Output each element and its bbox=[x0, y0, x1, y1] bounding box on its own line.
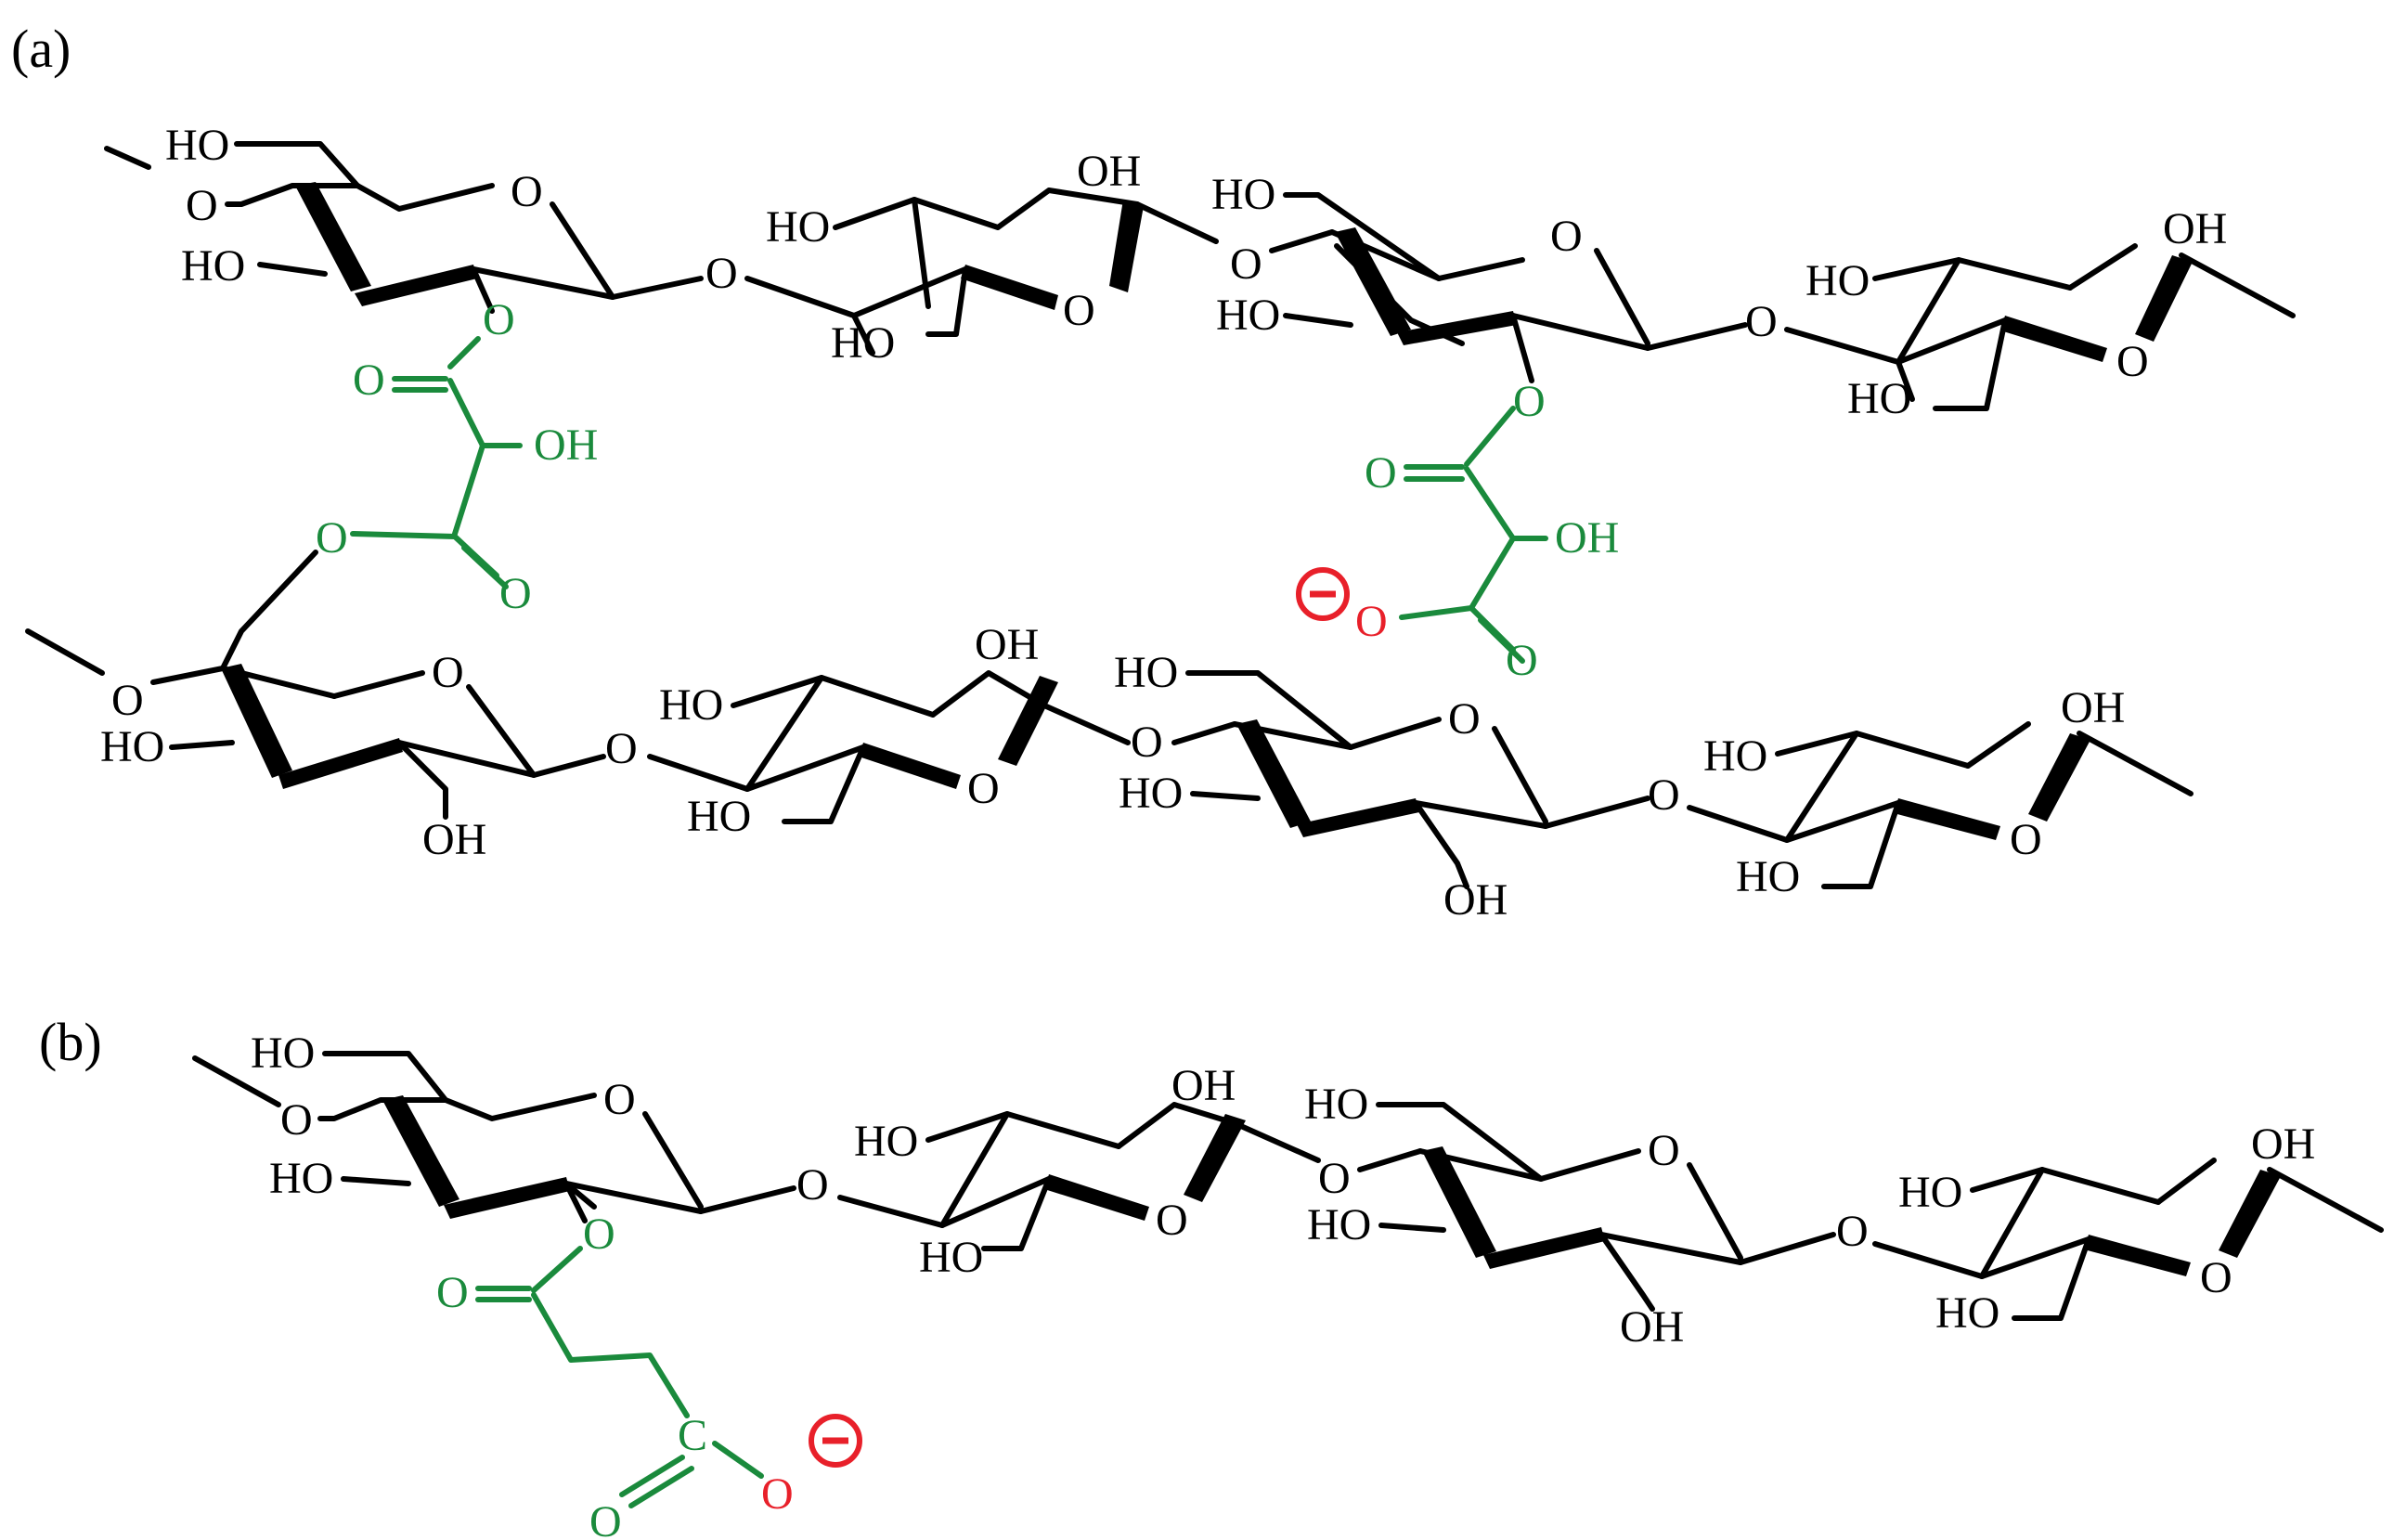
atom-o: O bbox=[316, 513, 348, 563]
atom-ho: HO bbox=[1898, 1168, 1962, 1217]
atom-o: O bbox=[2116, 337, 2149, 386]
atom-o: O bbox=[603, 1075, 636, 1124]
atom-oh: OH bbox=[1443, 875, 1508, 925]
chain-a-bottom: O O HO OH O HO OH O HO O HO O bbox=[25, 550, 2193, 925]
succinate-pendant: O O C O O bbox=[436, 1181, 860, 1540]
atom-ho: HO bbox=[1211, 170, 1275, 219]
atom-o: O bbox=[1355, 597, 1388, 646]
atom-oh: OH bbox=[1555, 513, 1619, 563]
atom-ho: HO bbox=[251, 1029, 315, 1078]
atom-ho: HO bbox=[1114, 648, 1178, 697]
atom-o: O bbox=[511, 167, 543, 216]
atom-ho: HO bbox=[1703, 731, 1767, 781]
atom-c: C bbox=[678, 1411, 707, 1460]
atom-o: O bbox=[583, 1210, 615, 1259]
citrate-crosslink: O O OH O O bbox=[316, 295, 598, 618]
atom-ho: HO bbox=[1304, 1080, 1368, 1129]
atom-o: O bbox=[1318, 1154, 1351, 1203]
atom-o: O bbox=[705, 249, 738, 298]
atom-ho: HO bbox=[659, 680, 723, 730]
atom-o: O bbox=[1131, 718, 1163, 767]
negative-charge-icon bbox=[811, 1417, 860, 1465]
atom-ho: HO bbox=[165, 121, 229, 170]
panel-label-b: (b) bbox=[39, 1012, 102, 1072]
atom-ho: HO bbox=[854, 1117, 918, 1166]
atom-ho: HO bbox=[181, 241, 245, 291]
atom-o: O bbox=[967, 764, 1000, 813]
atom-ho: HO bbox=[1805, 256, 1870, 305]
atom-ho: HO bbox=[1307, 1200, 1371, 1249]
atom-o: O bbox=[280, 1095, 313, 1145]
atom-o: O bbox=[1648, 1126, 1680, 1175]
atom-o: O bbox=[1836, 1207, 1869, 1256]
atom-ho: HO bbox=[269, 1154, 333, 1203]
atom-o: O bbox=[353, 356, 385, 405]
atom-oh: OH bbox=[2163, 204, 2227, 253]
atom-o: O bbox=[1365, 448, 1397, 498]
atom-o: O bbox=[796, 1160, 829, 1210]
atom-ho: HO bbox=[1736, 852, 1800, 901]
atom-ho: HO bbox=[1847, 374, 1911, 423]
atom-ho: HO bbox=[1935, 1288, 1999, 1338]
atom-o: O bbox=[436, 1268, 469, 1317]
atom-o: O bbox=[761, 1469, 794, 1519]
atom-o: O bbox=[432, 648, 464, 697]
atom-o: O bbox=[483, 295, 515, 344]
atom-o: O bbox=[186, 181, 218, 230]
atom-ho: HO bbox=[831, 318, 895, 368]
atom-o: O bbox=[1745, 297, 1778, 346]
atom-oh: OH bbox=[422, 815, 486, 864]
atom-o: O bbox=[2010, 815, 2042, 864]
atom-oh: OH bbox=[975, 620, 1039, 669]
atom-ho: HO bbox=[766, 202, 830, 252]
atom-o: O bbox=[605, 724, 638, 773]
atom-ho: HO bbox=[687, 792, 751, 841]
atom-o: O bbox=[499, 569, 532, 618]
atom-o: O bbox=[111, 676, 144, 725]
atom-o: O bbox=[2200, 1253, 2232, 1302]
panel-label-a: (a) bbox=[11, 19, 71, 79]
atom-ho: HO bbox=[100, 722, 164, 771]
atom-o: O bbox=[1513, 377, 1546, 426]
atom-ho: HO bbox=[1119, 769, 1183, 818]
atom-oh: OH bbox=[1620, 1302, 1684, 1352]
citrate-pendant: O O OH O O bbox=[1299, 313, 1619, 685]
atom-oh: OH bbox=[1171, 1061, 1236, 1110]
negative-charge-icon bbox=[1299, 570, 1347, 618]
atom-o: O bbox=[1448, 694, 1481, 744]
atom-o: O bbox=[589, 1497, 622, 1540]
atom-oh: OH bbox=[2251, 1119, 2315, 1169]
atom-ho: HO bbox=[919, 1233, 983, 1282]
atom-o: O bbox=[1156, 1196, 1188, 1245]
atom-oh: OH bbox=[2061, 683, 2125, 732]
atom-ho: HO bbox=[1216, 291, 1280, 340]
atom-o: O bbox=[1648, 770, 1680, 820]
atom-oh: OH bbox=[534, 421, 598, 470]
chain-b: HO O HO O O HO OH O HO O HO O bbox=[192, 1029, 2384, 1352]
atom-o: O bbox=[1506, 636, 1538, 685]
atom-o: O bbox=[1230, 239, 1262, 289]
chain-a-top: HO O HO O O HO OH O HO O HO O bbox=[104, 121, 2296, 423]
atom-o: O bbox=[1550, 212, 1583, 261]
atom-oh: OH bbox=[1077, 147, 1141, 196]
atom-o: O bbox=[1063, 286, 1095, 335]
